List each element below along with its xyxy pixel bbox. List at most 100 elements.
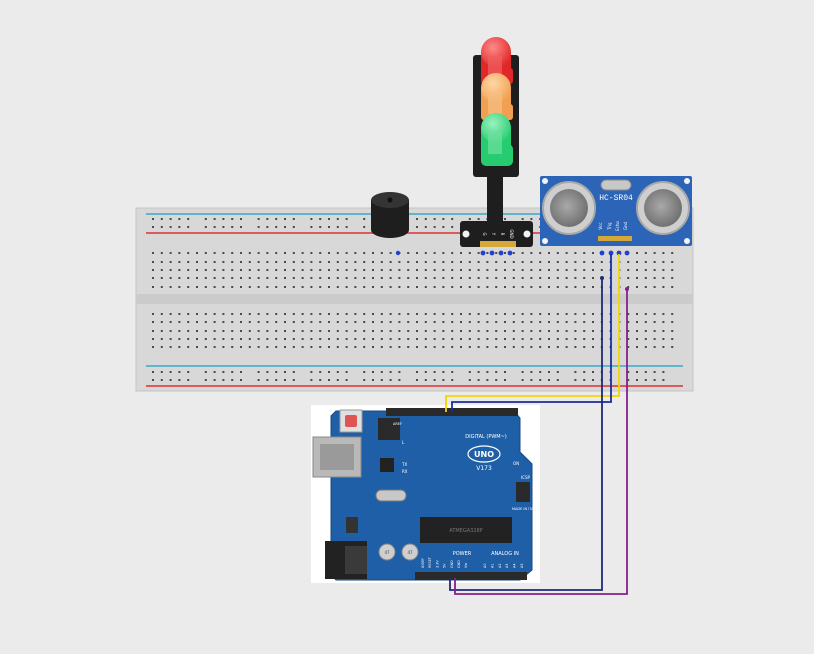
breadboard-hole[interactable] <box>284 379 286 381</box>
breadboard-hole[interactable] <box>636 269 638 271</box>
breadboard-hole[interactable] <box>530 313 533 315</box>
breadboard-hole[interactable] <box>204 346 207 348</box>
breadboard-hole[interactable] <box>556 286 559 288</box>
breadboard-hole[interactable] <box>354 313 357 315</box>
breadboard-hole[interactable] <box>644 286 647 288</box>
breadboard-hole[interactable] <box>152 346 154 348</box>
breadboard-hole[interactable] <box>231 218 234 220</box>
breadboard-hole[interactable] <box>354 346 357 348</box>
breadboard-hole[interactable] <box>477 313 480 315</box>
wire-purple-gnd[interactable] <box>454 289 628 595</box>
breadboard-hole[interactable] <box>363 313 366 315</box>
breadboard-hole[interactable] <box>565 321 568 323</box>
breadboard-hole[interactable] <box>653 313 656 315</box>
breadboard-hole[interactable] <box>336 346 339 348</box>
breadboard-hole[interactable] <box>662 338 665 340</box>
breadboard-hole[interactable] <box>671 346 674 348</box>
breadboard-hole[interactable] <box>592 277 594 279</box>
breadboard-hole[interactable] <box>433 277 436 279</box>
breadboard-hole[interactable] <box>671 261 674 263</box>
breadboard-hole[interactable] <box>275 218 278 220</box>
breadboard-hole[interactable] <box>240 277 242 279</box>
breadboard-hole[interactable] <box>187 321 190 323</box>
breadboard-hole[interactable] <box>592 321 594 323</box>
breadboard-hole[interactable] <box>460 261 462 263</box>
breadboard-hole[interactable] <box>424 346 427 348</box>
breadboard-hole[interactable] <box>310 252 313 254</box>
breadboard-hole[interactable] <box>213 269 216 271</box>
breadboard-hole[interactable] <box>477 252 480 254</box>
breadboard-hole[interactable] <box>380 252 383 254</box>
breadboard-hole[interactable] <box>424 218 427 220</box>
breadboard-hole[interactable] <box>328 286 330 288</box>
breadboard-hole[interactable] <box>627 286 630 288</box>
breadboard-hole[interactable] <box>187 269 190 271</box>
breadboard-hole[interactable] <box>372 277 374 279</box>
breadboard-hole[interactable] <box>600 261 603 263</box>
breadboard-hole[interactable] <box>521 346 524 348</box>
breadboard-hole[interactable] <box>213 313 216 315</box>
breadboard-hole[interactable] <box>328 313 330 315</box>
breadboard-hole[interactable] <box>486 371 489 373</box>
breadboard-hole[interactable] <box>336 286 339 288</box>
breadboard-hole[interactable] <box>160 330 163 332</box>
breadboard-hole[interactable] <box>319 226 322 228</box>
breadboard-hole[interactable] <box>512 321 515 323</box>
breadboard-hole[interactable] <box>363 371 366 373</box>
breadboard-hole[interactable] <box>222 313 225 315</box>
breadboard-hole[interactable] <box>187 286 190 288</box>
breadboard-hole[interactable] <box>257 286 260 288</box>
breadboard-hole[interactable] <box>231 379 234 381</box>
breadboard-hole[interactable] <box>169 252 172 254</box>
breadboard-hole[interactable] <box>336 379 339 381</box>
breadboard-hole[interactable] <box>407 286 410 288</box>
breadboard-hole[interactable] <box>671 321 674 323</box>
breadboard-hole[interactable] <box>266 226 269 228</box>
breadboard-hole[interactable] <box>319 269 322 271</box>
breadboard-hole[interactable] <box>389 338 392 340</box>
breadboard-hole[interactable] <box>380 261 383 263</box>
breadboard-hole[interactable] <box>636 371 638 373</box>
breadboard-hole[interactable] <box>556 261 559 263</box>
breadboard-hole[interactable] <box>257 261 260 263</box>
breadboard-hole[interactable] <box>328 379 330 381</box>
breadboard-hole[interactable] <box>653 379 656 381</box>
breadboard-hole[interactable] <box>521 261 524 263</box>
breadboard-hole[interactable] <box>257 269 260 271</box>
breadboard-hole[interactable] <box>451 269 454 271</box>
breadboard-hole[interactable] <box>653 261 656 263</box>
breadboard-hole[interactable] <box>213 286 216 288</box>
breadboard-hole[interactable] <box>257 313 260 315</box>
breadboard-hole[interactable] <box>319 313 322 315</box>
breadboard-hole[interactable] <box>275 261 278 263</box>
breadboard-hole[interactable] <box>556 371 559 373</box>
breadboard-hole[interactable] <box>178 346 181 348</box>
breadboard-hole[interactable] <box>328 338 330 340</box>
breadboard-hole[interactable] <box>592 346 594 348</box>
breadboard-hole[interactable] <box>627 346 630 348</box>
breadboard-hole[interactable] <box>574 321 577 323</box>
breadboard-hole[interactable] <box>380 371 383 373</box>
breadboard-hole[interactable] <box>231 226 234 228</box>
breadboard-hole[interactable] <box>583 261 586 263</box>
breadboard-hole[interactable] <box>372 321 374 323</box>
breadboard-hole[interactable] <box>204 379 207 381</box>
breadboard-hole[interactable] <box>284 226 286 228</box>
breadboard-hole[interactable] <box>644 269 647 271</box>
breadboard-hole[interactable] <box>328 321 330 323</box>
breadboard-hole[interactable] <box>187 226 190 228</box>
breadboard-hole[interactable] <box>468 321 471 323</box>
breadboard-hole[interactable] <box>416 226 418 228</box>
breadboard-hole[interactable] <box>407 346 410 348</box>
breadboard-hole[interactable] <box>178 226 181 228</box>
breadboard-hole[interactable] <box>187 371 190 373</box>
breadboard-hole[interactable] <box>310 313 313 315</box>
breadboard-hole[interactable] <box>398 261 401 263</box>
breadboard-hole[interactable] <box>389 252 392 254</box>
breadboard-hole[interactable] <box>222 330 225 332</box>
breadboard-hole[interactable] <box>671 269 674 271</box>
breadboard-hole[interactable] <box>169 330 172 332</box>
breadboard-hole[interactable] <box>336 321 339 323</box>
breadboard-hole[interactable] <box>152 379 154 381</box>
breadboard-hole[interactable] <box>653 346 656 348</box>
